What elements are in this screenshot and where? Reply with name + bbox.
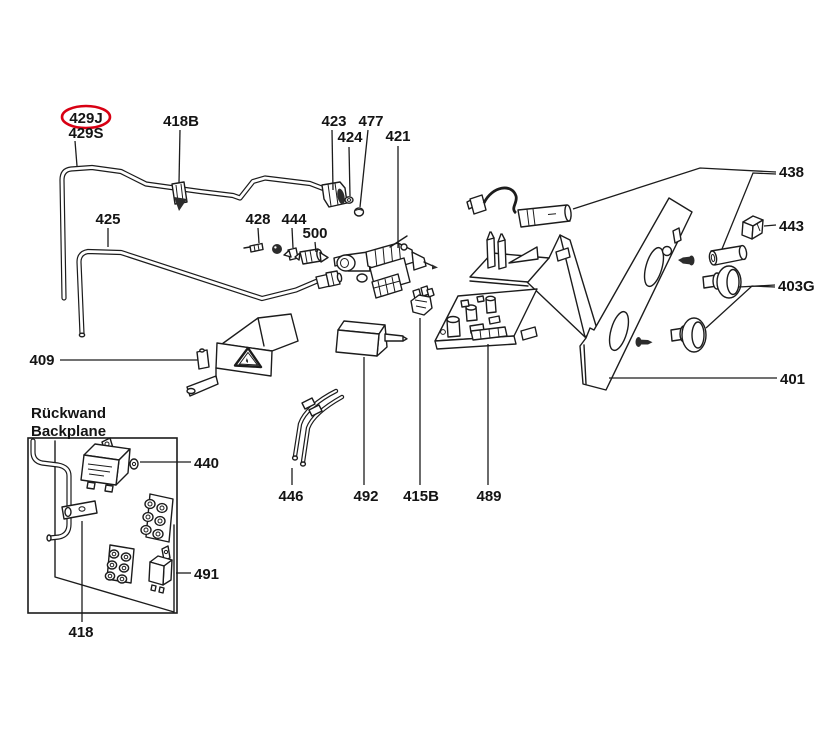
part-label-428: 428 — [245, 211, 270, 228]
sleeve-438 — [708, 244, 748, 266]
pipe-bracket — [61, 500, 98, 520]
connector-415b — [410, 285, 435, 316]
washer-424 — [344, 196, 354, 204]
backplane-label-en: Backplane — [31, 423, 106, 440]
part-label-443: 443 — [779, 218, 804, 235]
gas-pipe-425 — [76, 248, 319, 338]
part-labels: 429J 429S 418B 423 424 477 421 425 428 4… — [29, 110, 814, 641]
part-label-421: 421 — [385, 128, 410, 145]
part-label-403G: 403G — [778, 278, 815, 295]
control-knob-upper-403g — [702, 265, 742, 299]
part-label-489: 489 — [476, 488, 501, 505]
cable-assembly-438 — [466, 186, 572, 228]
part-label-424: 424 — [337, 129, 363, 146]
bracket-409 — [186, 313, 299, 397]
part-444 — [283, 247, 301, 261]
part-label-477: 477 — [358, 113, 383, 130]
fitting-500 — [299, 248, 329, 265]
highlight-circle-429j — [60, 104, 112, 130]
part-label-423: 423 — [321, 113, 346, 130]
pipe-418 — [30, 438, 72, 542]
burner-jet-428 — [243, 242, 282, 254]
leader-lines — [60, 129, 777, 622]
cap-477 — [353, 207, 365, 217]
part-label-425: 425 — [95, 211, 120, 228]
part-label-418: 418 — [68, 624, 93, 641]
part-label-429S: 429S — [68, 125, 103, 142]
gas-valve-421 — [333, 235, 438, 299]
circuit-board-489 — [434, 288, 538, 350]
control-panel-401 — [579, 197, 693, 391]
part-label-438: 438 — [779, 164, 804, 181]
part-label-491: 491 — [194, 566, 219, 583]
tube-pair-446 — [291, 388, 345, 467]
solenoid-492 — [335, 320, 408, 357]
part-label-409: 409 — [29, 352, 54, 369]
connector-block-lower — [104, 544, 135, 584]
control-knob-lower-403g — [670, 317, 707, 353]
switch-block-443 — [741, 215, 764, 240]
part-label-418B: 418B — [163, 113, 199, 130]
part-label-444: 444 — [281, 211, 307, 228]
pipe-425-end-fitting — [315, 270, 343, 290]
part-label-415B: 415B — [403, 488, 439, 505]
backplane-box — [27, 437, 178, 614]
screw-upper — [678, 255, 695, 266]
part-label-429J: 429J — [69, 110, 102, 127]
part-label-492: 492 — [353, 488, 378, 505]
connector-block-upper — [140, 493, 174, 543]
relay-491 — [148, 545, 173, 594]
part-label-500: 500 — [302, 225, 327, 242]
backplane-label-de: Rückwand — [31, 405, 106, 422]
part-label-440: 440 — [194, 455, 219, 472]
part-label-401: 401 — [780, 371, 805, 388]
screw-lower — [635, 337, 653, 347]
gas-pipe-429 — [59, 164, 330, 301]
ignition-unit-440 — [80, 437, 139, 493]
mounting-bracket-489 — [469, 231, 598, 341]
part-label-446: 446 — [278, 488, 303, 505]
warning-triangle-icon — [233, 346, 263, 369]
pipe-clip-418b — [171, 181, 188, 211]
pipe-fitting-423 — [321, 181, 348, 208]
